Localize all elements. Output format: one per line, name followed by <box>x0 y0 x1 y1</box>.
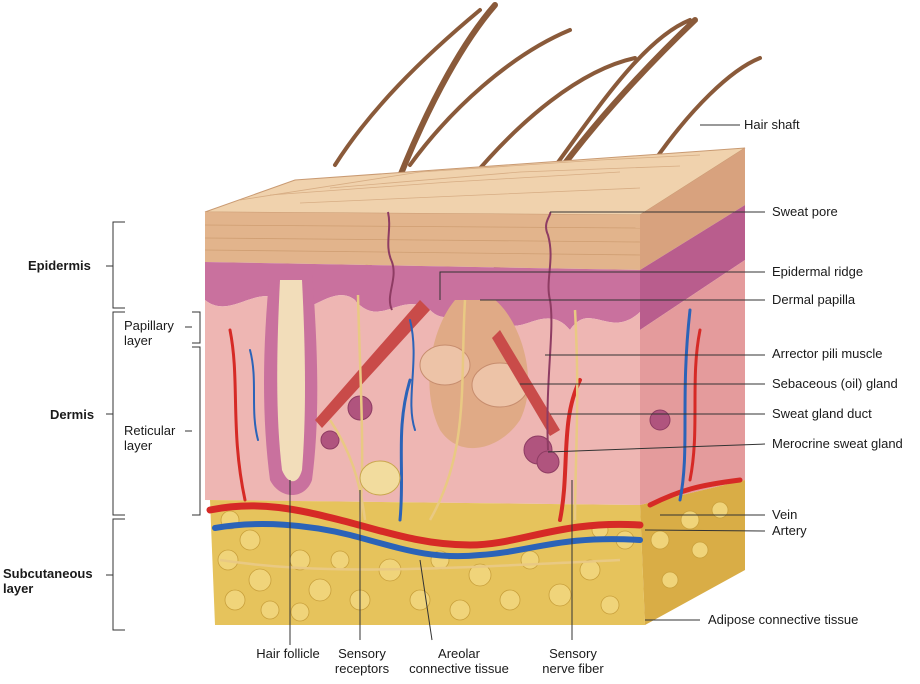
veins <box>212 308 692 560</box>
label-dermis: Dermis <box>50 407 95 422</box>
label-areolar-connective-tissue: Areolar connective tissue <box>409 646 509 676</box>
nerve-fibers <box>219 294 621 571</box>
label-papillary-layer: Papillary layer <box>124 318 174 348</box>
label-reticular-layer: Reticular layer <box>124 423 176 453</box>
sweat-duct <box>545 211 553 451</box>
label-sweat-gland-duct: Sweat gland duct <box>772 406 872 421</box>
leader-lines <box>289 124 766 645</box>
label-sweat-pore: Sweat pore <box>772 204 838 219</box>
label-epidermis: Epidermis <box>28 258 91 273</box>
label-subcutaneous-layer: Subcutaneous layer <box>3 566 93 596</box>
arrector-pili-shape <box>315 300 430 428</box>
label-hair-follicle: Hair follicle <box>256 646 320 661</box>
surface-texture <box>239 154 701 204</box>
epidermis-band <box>205 212 640 270</box>
label-adipose-connective-tissue: Adipose connective tissue <box>708 612 859 627</box>
label-artery: Artery <box>772 523 807 538</box>
lamellated-receptor <box>359 460 401 496</box>
label-hair-shaft: Hair shaft <box>744 117 800 132</box>
sweat-gland-coils <box>320 395 671 474</box>
label-sebaceous-gland: Sebaceous (oil) gland <box>772 376 898 391</box>
label-epidermal-ridge: Epidermal ridge <box>772 264 864 279</box>
label-merocrine-sweat-gland: Merocrine sweat gland <box>772 436 903 451</box>
layer-brackets <box>106 221 201 631</box>
label-vein: Vein <box>772 507 798 522</box>
papillary-band <box>205 262 640 330</box>
label-arrector-pili-muscle: Arrector pili muscle <box>772 346 883 361</box>
label-dermal-papilla: Dermal papilla <box>772 292 856 307</box>
label-sensory-nerve-fiber: Sensory nerve fiber <box>542 646 604 676</box>
arteries <box>206 328 743 549</box>
label-sensory-receptors: Sensory receptors <box>334 646 390 676</box>
